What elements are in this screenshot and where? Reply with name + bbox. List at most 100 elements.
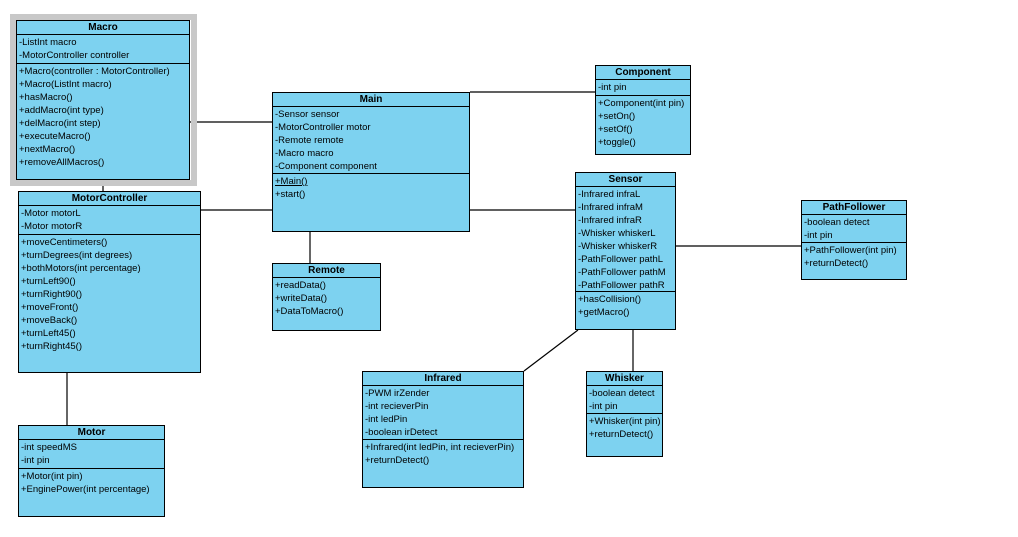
methods-compartment: +Infrared(int ledPin, int recieverPin) +r… xyxy=(363,440,523,487)
method-row: +moveBack() xyxy=(21,315,78,326)
attribute-row: -boolean detect xyxy=(804,217,870,228)
class-pathfollower[interactable]: PathFollower -boolean detect -int pin +Pa… xyxy=(801,200,907,280)
method-row: +Component(int pin) xyxy=(598,98,685,109)
class-macro[interactable]: Macro -ListInt macro-MotorController con… xyxy=(16,20,190,180)
attribute-row: -int pin xyxy=(21,455,50,466)
class-title: Whisker xyxy=(587,372,662,386)
class-title: Main xyxy=(273,93,469,107)
method-row: +hasCollision() xyxy=(578,294,642,305)
class-title: Macro xyxy=(17,21,189,35)
class-remote[interactable]: Remote +readData() +writeData() +DataToMac… xyxy=(272,263,381,331)
attribute-row: -Infrared infraR xyxy=(578,215,642,226)
methods-compartment: +PathFollower(int pin) +returnDetect() xyxy=(802,243,906,279)
attribute-row: -int pin xyxy=(804,230,833,241)
methods-compartment: +readData() +writeData() +DataToMacro() xyxy=(273,278,380,330)
attributes-compartment: -Infrared infraL -Infrared infraM -Infrare… xyxy=(576,187,675,292)
method-row: +Main() xyxy=(275,176,308,187)
method-row: +addMacro(int type) xyxy=(19,105,104,116)
attribute-row: -Sensor sensor xyxy=(275,109,340,120)
class-sensor[interactable]: Sensor -Infrared infraL-Infrared infraM-… xyxy=(575,172,676,330)
method-row: +Motor(int pin) xyxy=(21,471,83,482)
method-row: +setOn() xyxy=(598,111,636,122)
attributes-compartment: -Motor motorL -Motor motorR xyxy=(19,206,200,235)
attribute-row: -Motor motorR xyxy=(21,221,83,232)
attribute-row: -Whisker whiskerR xyxy=(578,241,658,252)
attribute-row: -Component component xyxy=(275,161,377,172)
method-row: +returnDetect() xyxy=(804,258,869,269)
method-row: +writeData() xyxy=(275,293,327,304)
method-row: +Macro(controller : MotorController) xyxy=(19,66,170,77)
method-row: +EnginePower(int percentage) xyxy=(21,484,150,495)
attribute-row: -PathFollower pathL xyxy=(578,254,664,265)
methods-compartment: +moveCentimeters() +turnDegrees(int degre… xyxy=(19,235,200,372)
class-motorcontroller[interactable]: MotorController -Motor motorL-Motor moto… xyxy=(18,191,201,373)
method-row: +PathFollower(int pin) xyxy=(804,245,897,256)
method-row: +turnLeft90() xyxy=(21,276,76,287)
class-title: MotorController xyxy=(19,192,200,206)
class-whisker[interactable]: Whisker -boolean detect -int pin +Whisker… xyxy=(586,371,663,457)
methods-compartment: +Macro(controller : MotorController) +Mac… xyxy=(17,64,189,179)
attributes-compartment: -PWM irZender-int recieverPin-int ledPin… xyxy=(363,386,523,440)
method-row: +delMacro(int step) xyxy=(19,118,101,129)
method-row: +returnDetect() xyxy=(589,429,654,440)
attribute-row: -Macro macro xyxy=(275,148,334,159)
connector-sensor-infrared[interactable] xyxy=(523,329,579,372)
attributes-compartment: -boolean detect -int pin xyxy=(587,386,662,414)
method-row: +DataToMacro() xyxy=(275,306,344,317)
method-row: +Macro(ListInt macro) xyxy=(19,79,112,90)
method-row: +turnRight45() xyxy=(21,341,82,352)
method-row: +turnLeft45() xyxy=(21,328,76,339)
method-row: +readData() xyxy=(275,280,326,291)
attributes-compartment: -int speedMS -int pin xyxy=(19,440,164,469)
attribute-row: -boolean detect xyxy=(589,388,655,399)
methods-compartment: +Whisker(int pin) +returnDetect() xyxy=(587,414,662,456)
class-main[interactable]: Main -Sensor sensor -MotorController moto… xyxy=(272,92,470,232)
class-infrared[interactable]: Infrared -PWM irZender-int recieverPin-i… xyxy=(362,371,524,488)
selection-frame xyxy=(10,14,197,186)
attribute-row: -PathFollower pathM xyxy=(578,267,666,278)
method-row: +toggle() xyxy=(598,137,636,148)
attribute-row: -Infrared infraM xyxy=(578,202,643,213)
method-row: +moveCentimeters() xyxy=(21,237,108,248)
attribute-row: -PathFollower pathR xyxy=(578,280,665,291)
method-row: +Infrared(int ledPin, int recieverPin) xyxy=(365,442,515,453)
methods-compartment: +Main()+start() xyxy=(273,174,469,231)
attribute-row: -Motor motorL xyxy=(21,208,81,219)
attribute-row: -ListInt macro xyxy=(19,37,77,48)
method-row: +nextMacro() xyxy=(19,144,76,155)
method-row: +turnDegrees(int degrees) xyxy=(21,250,133,261)
method-row: +returnDetect() xyxy=(365,455,430,466)
class-motor[interactable]: Motor -int speedMS -int pin +Motor(int pi… xyxy=(18,425,165,517)
attribute-row: -int ledPin xyxy=(365,414,408,425)
method-row: +executeMacro() xyxy=(19,131,91,142)
attribute-row: -Infrared infraL xyxy=(578,189,641,200)
class-title: Infrared xyxy=(363,372,523,386)
method-row: +hasMacro() xyxy=(19,92,73,103)
attributes-compartment: -boolean detect -int pin xyxy=(802,215,906,243)
attributes-compartment: -Sensor sensor -MotorController motor -Rem… xyxy=(273,107,469,174)
class-title: PathFollower xyxy=(802,201,906,215)
class-component[interactable]: Component -int pin +Component(int pin) +s… xyxy=(595,65,691,155)
class-title: Component xyxy=(596,66,690,80)
attribute-row: -int recieverPin xyxy=(365,401,429,412)
attribute-row: -Remote remote xyxy=(275,135,344,146)
class-title: Sensor xyxy=(576,173,675,187)
attribute-row: -boolean irDetect xyxy=(365,427,438,438)
attribute-row: -int speedMS xyxy=(21,442,77,453)
class-title: Motor xyxy=(19,426,164,440)
class-title: Remote xyxy=(273,264,380,278)
method-row: +bothMotors(int percentage) xyxy=(21,263,141,274)
attributes-compartment: -ListInt macro-MotorController controlle… xyxy=(17,35,189,64)
method-row: +Whisker(int pin) xyxy=(589,416,661,427)
method-row: +moveFront() xyxy=(21,302,79,313)
methods-compartment: +Motor(int pin) +EnginePower(int percenta… xyxy=(19,469,164,516)
attribute-row: -int pin xyxy=(589,401,618,412)
methods-compartment: +Component(int pin)+setOn()+setOf()+togg… xyxy=(596,96,690,154)
method-row: +getMacro() xyxy=(578,307,630,318)
attribute-row: -MotorController motor xyxy=(275,122,371,133)
method-row: +removeAllMacros() xyxy=(19,157,105,168)
attributes-compartment: -int pin xyxy=(596,80,690,96)
attribute-row: -Whisker whiskerL xyxy=(578,228,656,239)
